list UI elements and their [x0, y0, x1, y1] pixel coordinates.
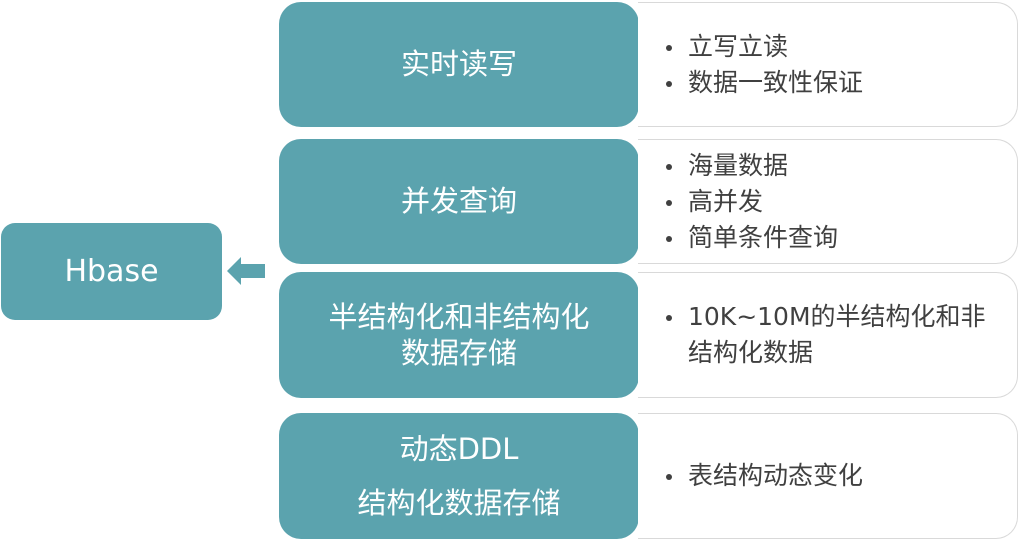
bullet-item: 10K~10M的半结构化和非结构化数据 — [664, 299, 988, 371]
bullet-item: 数据一致性保证 — [664, 65, 863, 101]
feature-title-line-2: 数据存储 — [400, 336, 517, 370]
detail-dynamic-ddl: 表结构动态变化 — [638, 413, 1018, 539]
detail-realtime-rw: 立写立读 数据一致性保证 — [638, 2, 1018, 127]
detail-semi-unstructured-storage: 10K~10M的半结构化和非结构化数据 — [638, 272, 1018, 398]
bullet-item: 高并发 — [664, 184, 838, 220]
feature-title-line-1: 动态DDL — [399, 431, 519, 466]
bullet-list: 10K~10M的半结构化和非结构化数据 — [664, 299, 988, 371]
arrow-left-icon — [227, 257, 265, 285]
feature-realtime-rw: 实时读写 — [279, 2, 639, 127]
hbase-label: Hbase — [64, 253, 159, 289]
feature-title-line-2: 结构化数据存储 — [357, 486, 561, 520]
detail-concurrent-query: 海量数据 高并发 简单条件查询 — [638, 139, 1018, 264]
bullet-list: 立写立读 数据一致性保证 — [664, 29, 863, 101]
feature-title: 实时读写 — [400, 47, 517, 82]
feature-concurrent-query: 并发查询 — [279, 139, 639, 264]
bullet-list: 海量数据 高并发 简单条件查询 — [664, 148, 838, 256]
bullet-item: 表结构动态变化 — [664, 458, 863, 494]
hbase-node: Hbase — [1, 223, 222, 320]
feature-semi-unstructured-storage: 半结构化和非结构化 数据存储 — [279, 272, 639, 398]
bullet-item: 简单条件查询 — [664, 220, 838, 256]
feature-title-line-1: 半结构化和非结构化 — [328, 299, 590, 334]
feature-dynamic-ddl: 动态DDL 结构化数据存储 — [279, 413, 639, 539]
bullet-list: 表结构动态变化 — [664, 458, 863, 494]
bullet-text: 10K~10M的半结构化和非结构化数据 — [688, 302, 986, 367]
bullet-item: 海量数据 — [664, 148, 838, 184]
bullet-item: 立写立读 — [664, 29, 863, 65]
feature-title: 并发查询 — [400, 184, 517, 219]
